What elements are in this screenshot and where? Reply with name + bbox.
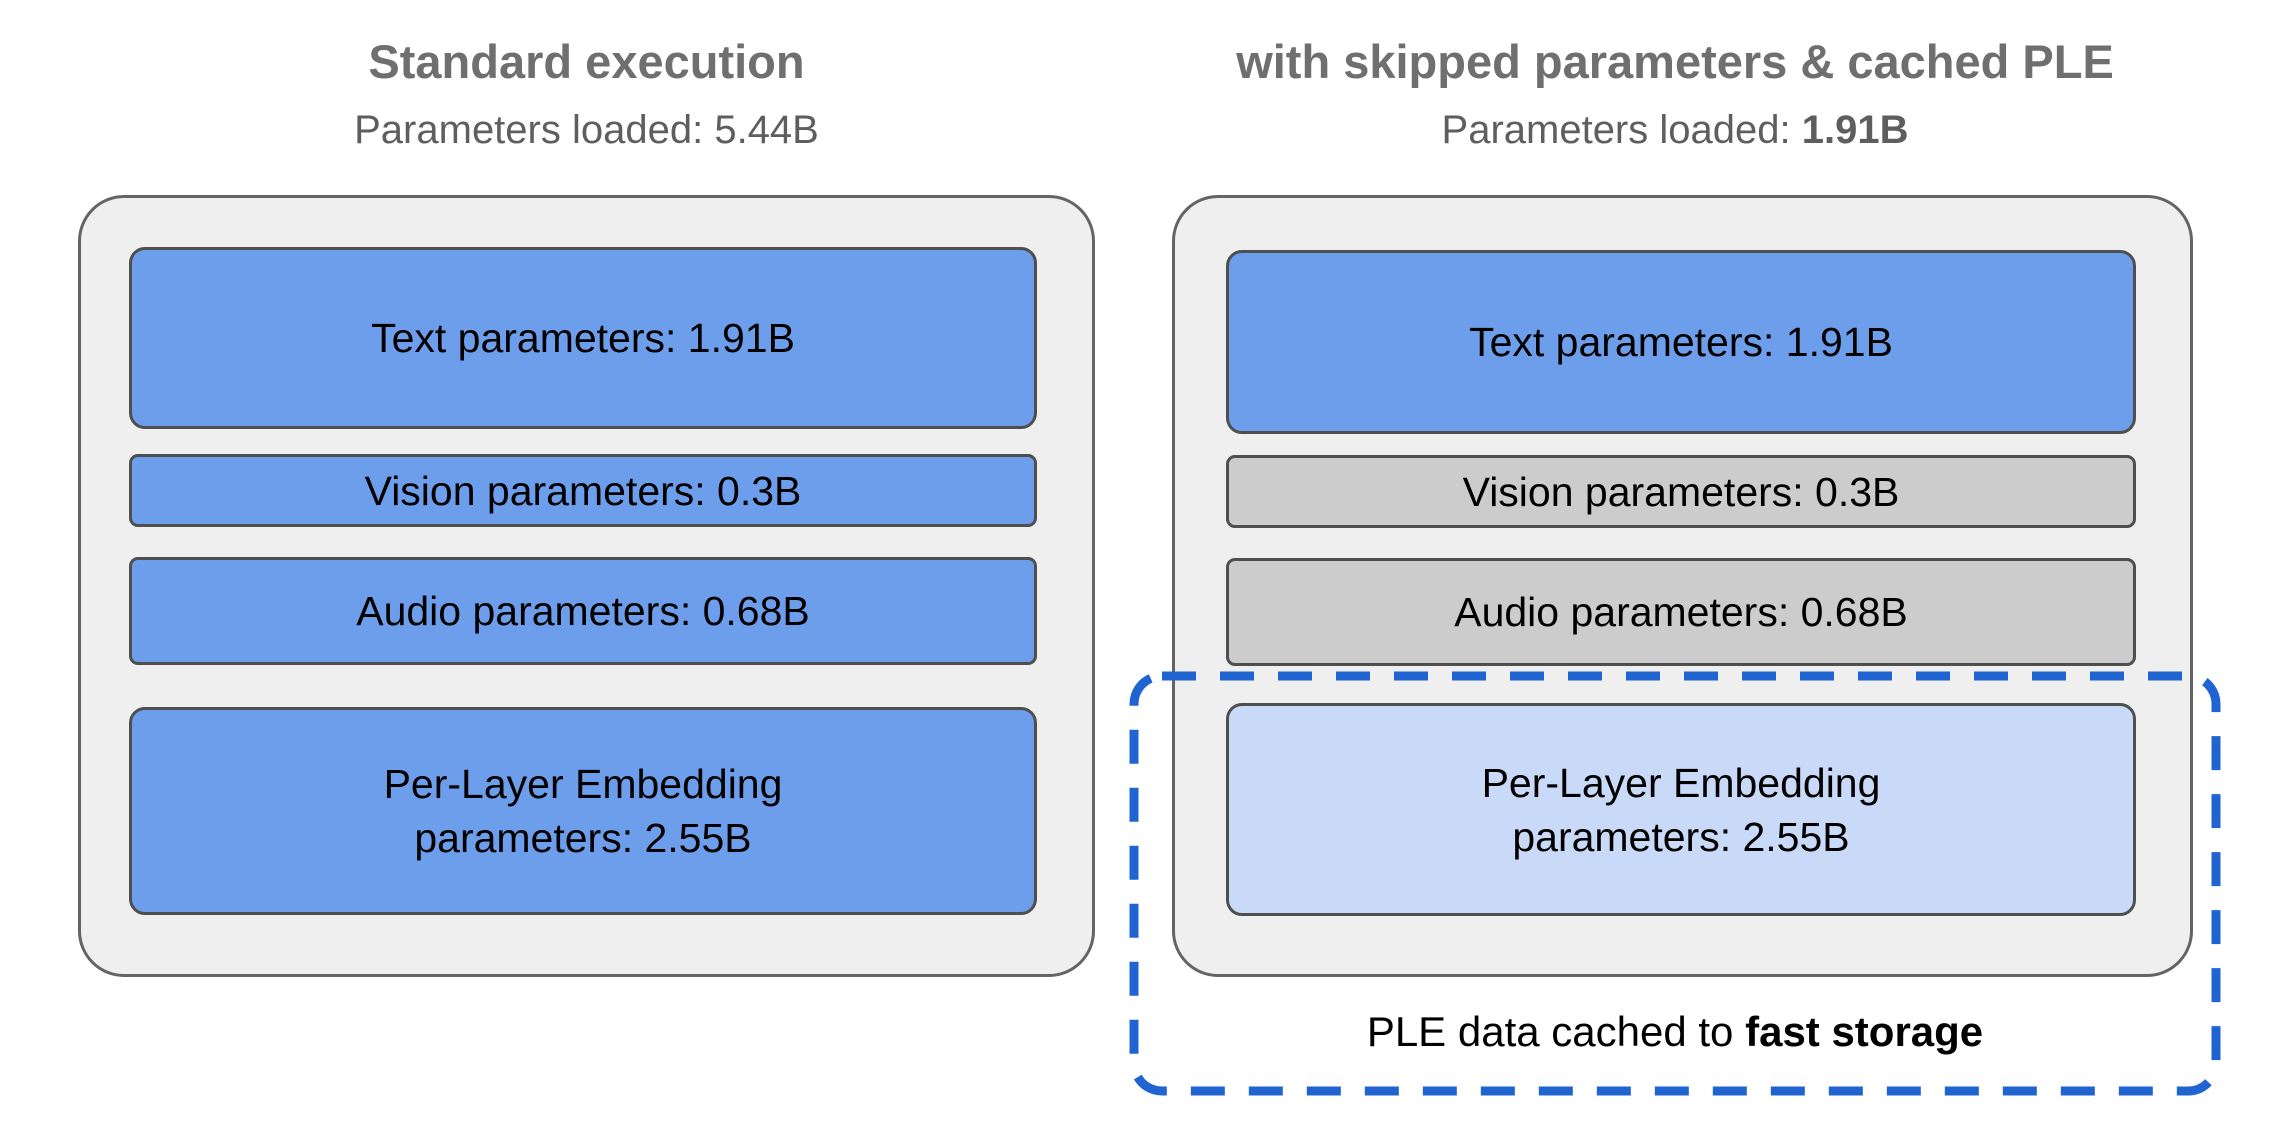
left-text-parameters-label: Text parameters: 1.91B	[371, 315, 795, 361]
right-vision-parameters-box-skipped: Vision parameters: 0.3B	[1226, 455, 2136, 528]
left-ple-label-line1: Per-Layer Embedding	[383, 761, 783, 807]
standard-execution-container: Text parameters: 1.91B Vision parameters…	[78, 195, 1095, 977]
right-subtitle-value: 1.91B	[1801, 108, 1909, 152]
left-ple-label-line2: parameters: 2.55B	[414, 815, 752, 861]
left-vision-parameters-label: Vision parameters: 0.3B	[364, 467, 802, 514]
left-subtitle-value: 5.44B	[714, 108, 819, 152]
right-audio-parameters-label: Audio parameters: 0.68B	[1454, 589, 1908, 635]
left-panel-title: Standard execution	[368, 35, 805, 88]
right-audio-parameters-box-skipped: Audio parameters: 0.68B	[1226, 558, 2136, 666]
right-subtitle-prefix: Parameters loaded:	[1441, 108, 1802, 152]
left-panel-subtitle: Parameters loaded: 5.44B	[78, 104, 1095, 156]
ple-cache-note-bold: fast storage	[1745, 1008, 1984, 1055]
left-subtitle-prefix: Parameters loaded:	[354, 108, 715, 152]
left-text-parameters-box: Text parameters: 1.91B	[129, 247, 1037, 429]
skipped-parameters-container: Text parameters: 1.91B Vision parameters…	[1172, 195, 2193, 977]
right-panel-title: with skipped parameters & cached PLE	[1236, 35, 2114, 88]
ple-cache-note: PLE data cached to fast storage	[1128, 1008, 2222, 1056]
right-text-parameters-box: Text parameters: 1.91B	[1226, 250, 2136, 434]
left-audio-parameters-label: Audio parameters: 0.68B	[356, 588, 810, 634]
right-ple-label-line1: Per-Layer Embedding	[1481, 759, 1881, 806]
right-ple-label-line2: parameters: 2.55B	[1512, 813, 1850, 860]
left-per-layer-embedding-box: Per-Layer Embedding parameters: 2.55B	[129, 707, 1037, 915]
right-text-parameters-label: Text parameters: 1.91B	[1469, 319, 1893, 365]
right-per-layer-embedding-box-cached: Per-Layer Embedding parameters: 2.55B	[1226, 703, 2136, 916]
right-panel-subtitle: Parameters loaded: 1.91B	[1128, 104, 2222, 156]
left-audio-parameters-box: Audio parameters: 0.68B	[129, 557, 1037, 665]
ple-cache-note-prefix: PLE data cached to	[1366, 1008, 1746, 1055]
right-vision-parameters-label: Vision parameters: 0.3B	[1462, 468, 1900, 515]
left-vision-parameters-box: Vision parameters: 0.3B	[129, 454, 1037, 527]
